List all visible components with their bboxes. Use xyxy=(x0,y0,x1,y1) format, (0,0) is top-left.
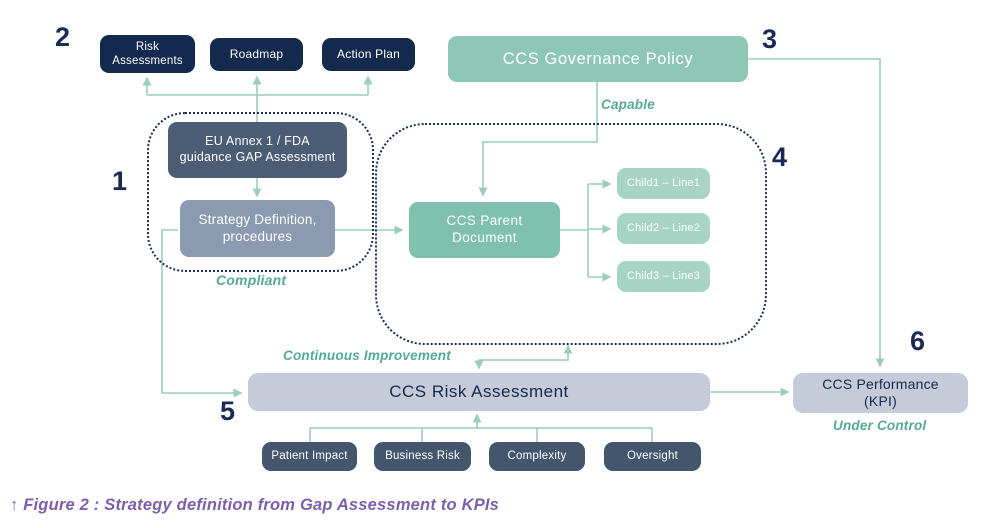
line-governance-to-parent xyxy=(478,82,598,197)
line-strategy-to-riskbar xyxy=(161,229,243,398)
complexity-box: Complexity xyxy=(489,442,585,471)
line-factors-rail xyxy=(309,427,653,442)
roadmap-box: Roadmap xyxy=(210,38,303,71)
under-control-annotation: Under Control xyxy=(833,418,927,433)
figure-caption: ↑ Figure 2 : Strategy definition from Ga… xyxy=(10,496,500,514)
ccs-governance-policy-box: CCS Governance Policy xyxy=(448,36,748,82)
child1-box: Child1 – Line1 xyxy=(617,168,710,199)
step-3-number: 3 xyxy=(762,24,778,54)
group-4-outline xyxy=(375,123,767,345)
capable-annotation: Capable xyxy=(601,97,655,112)
risk-assessments-box: Risk Assessments xyxy=(100,35,195,73)
ccs-performance-kpi-box: CCS Performance (KPI) xyxy=(793,373,968,413)
strategy-definition-box: Strategy Definition, procedures xyxy=(180,200,335,257)
line-parent-branch xyxy=(560,184,589,277)
step-5-number: 5 xyxy=(220,396,236,426)
continuous-improvement-annotation: Continuous Improvement xyxy=(283,348,451,363)
line-governance-to-performance xyxy=(748,58,885,368)
compliant-annotation: Compliant xyxy=(216,272,287,288)
action-plan-box: Action Plan xyxy=(322,38,415,71)
gap-assessment-box: EU Annex 1 / FDA guidance GAP Assessment xyxy=(168,122,347,178)
patient-impact-box: Patient Impact xyxy=(262,442,357,471)
oversight-box: Oversight xyxy=(604,442,701,471)
child2-box: Child2 – Line2 xyxy=(617,213,710,244)
child3-box: Child3 – Line3 xyxy=(617,261,710,292)
step-4-number: 4 xyxy=(772,142,788,172)
step-1-number: 1 xyxy=(112,166,128,196)
ccs-parent-document-box: CCS Parent Document xyxy=(409,202,560,258)
ccs-risk-assessment-bar: CCS Risk Assessment xyxy=(248,373,710,411)
step-6-number: 6 xyxy=(910,326,926,356)
line-improvement-loop xyxy=(474,344,573,370)
group-1-outline xyxy=(147,112,374,272)
step-2-number: 2 xyxy=(55,22,71,52)
business-risk-box: Business Risk xyxy=(374,442,471,471)
